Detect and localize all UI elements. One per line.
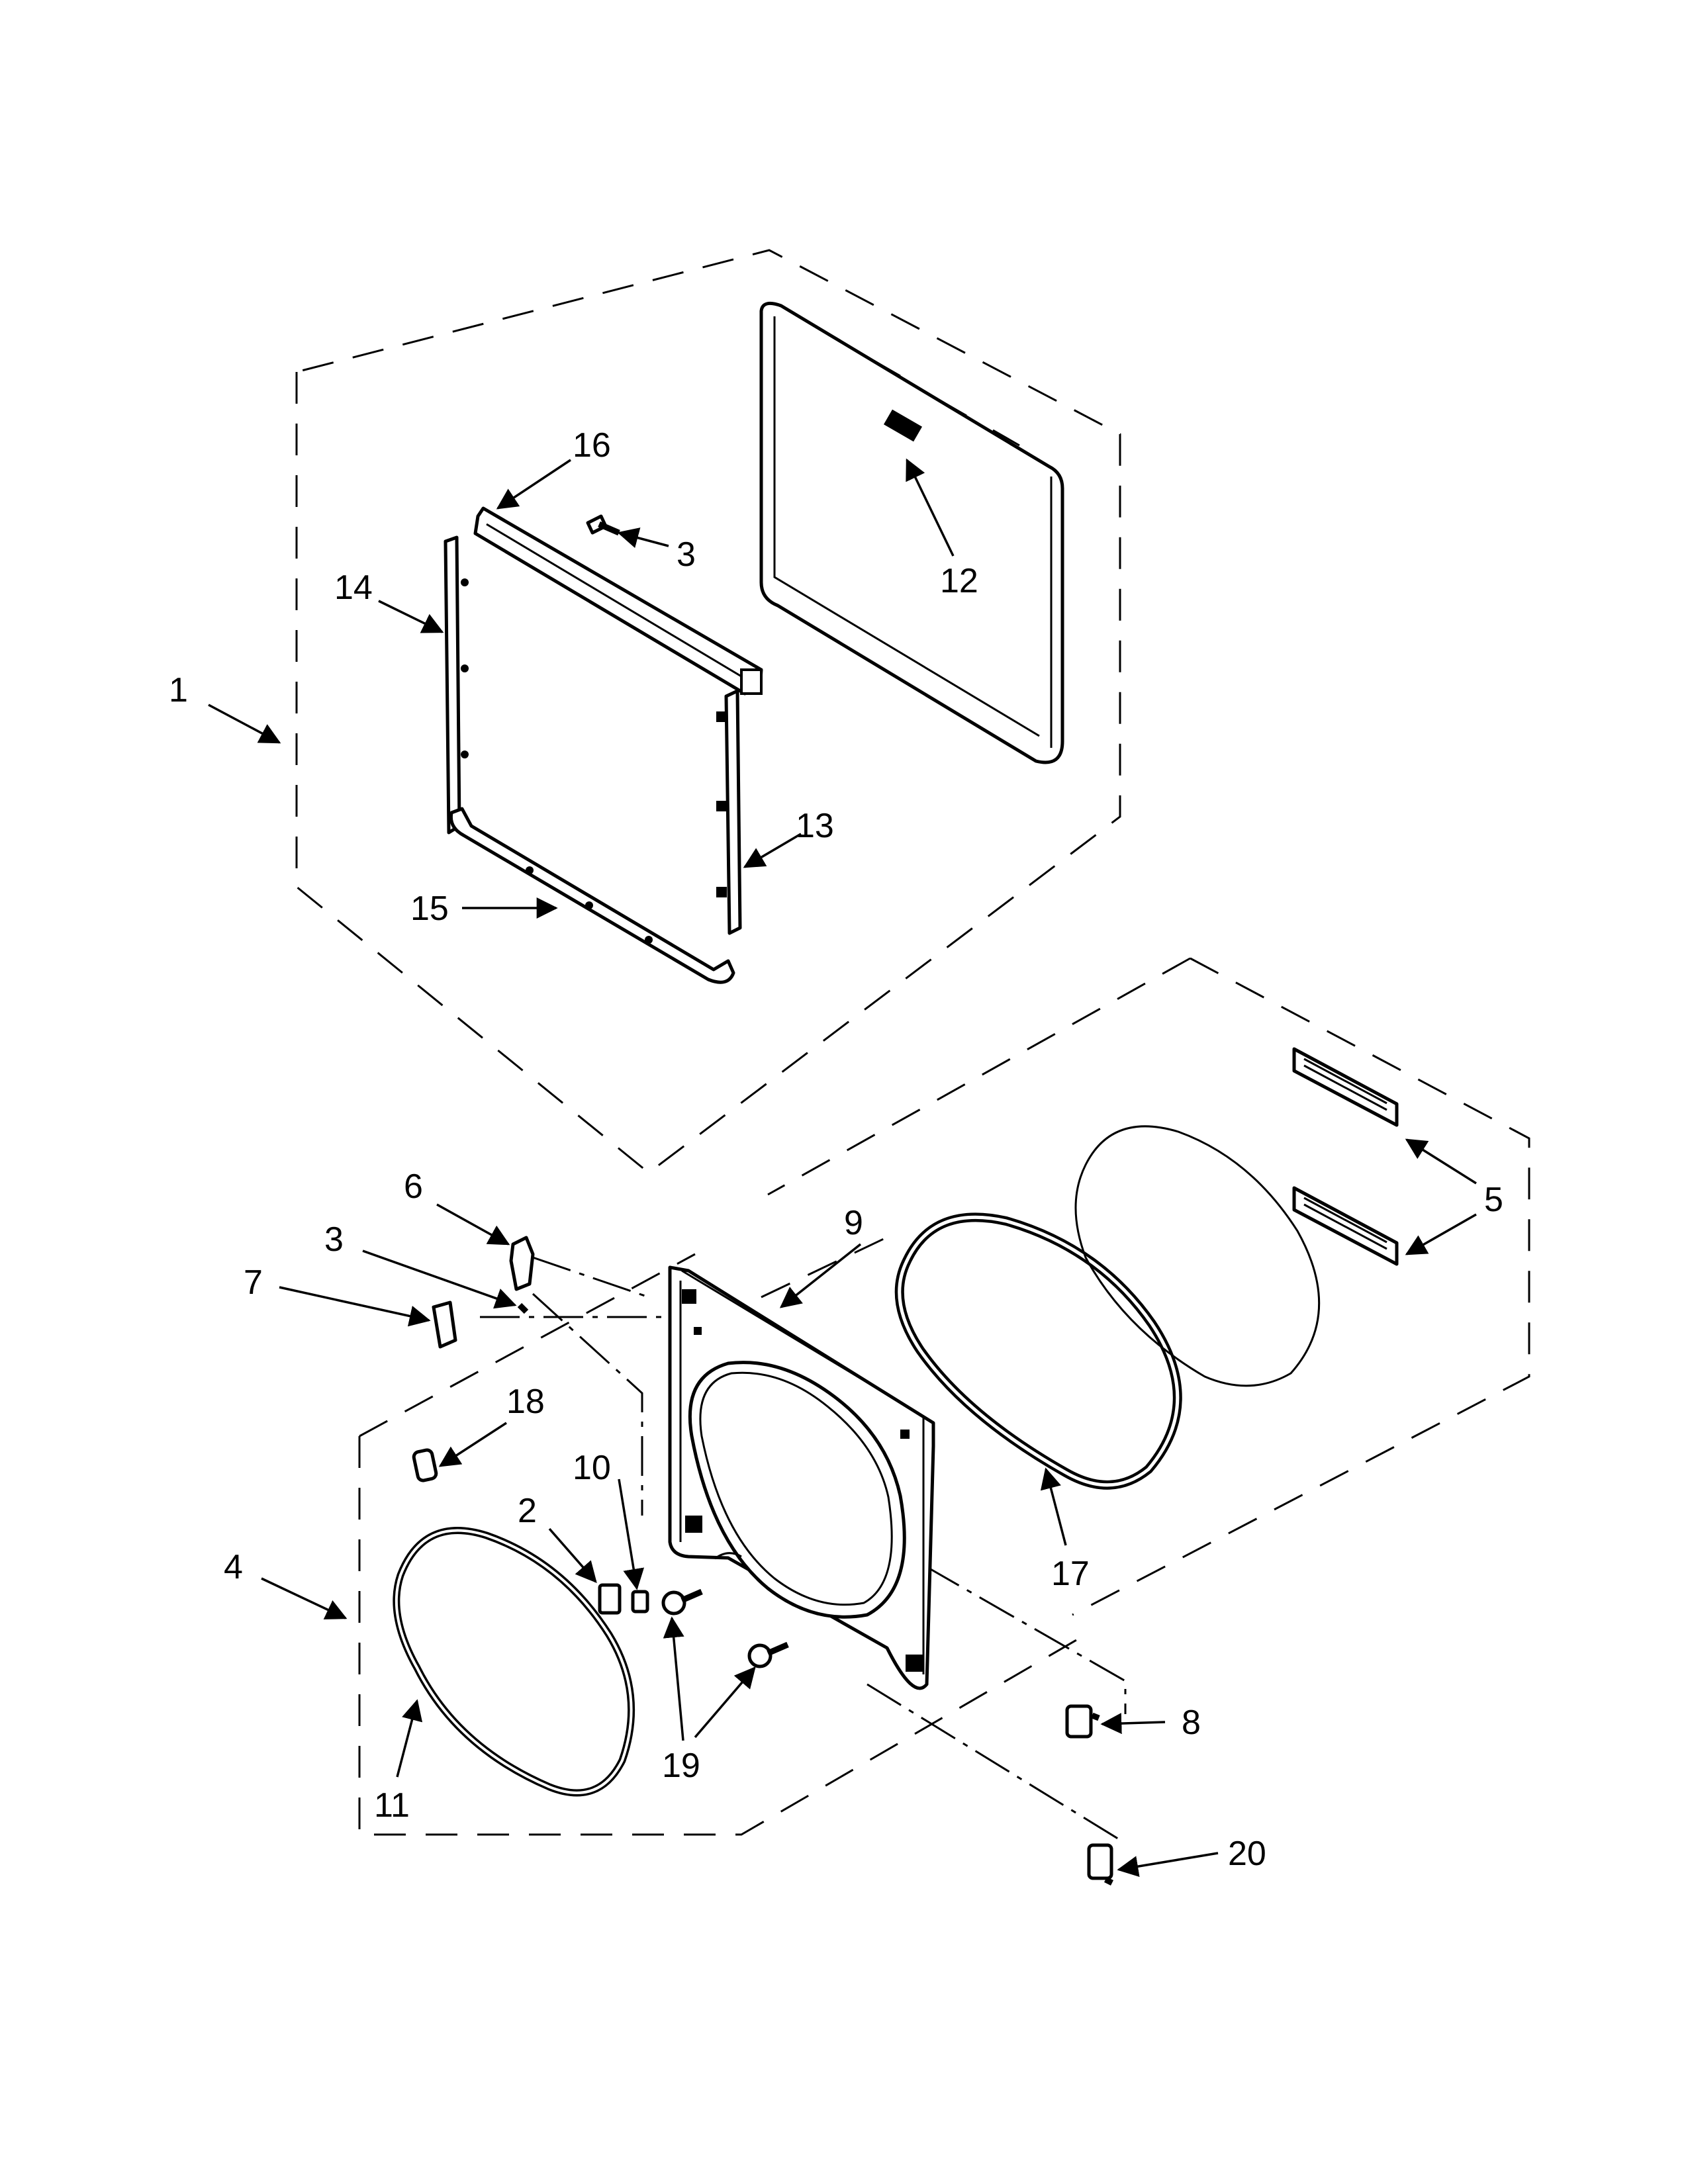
callout-1: 1 [169,671,188,709]
callout-3-upper: 3 [677,535,696,574]
callout-16: 16 [573,426,611,465]
leader-11 [396,1699,423,1778]
leader-16 [496,459,571,510]
callout-5: 5 [1484,1181,1503,1219]
door-catch [598,1583,622,1615]
callout-15: 15 [410,889,449,928]
screw-lower [747,1641,789,1668]
hinge-bracket-upper [509,1236,535,1291]
callout-14: 14 [334,569,373,607]
callout-19: 19 [662,1747,700,1785]
callout-labels: 1 2 3 3 4 5 6 7 8 9 10 11 12 13 14 15 16… [169,426,1503,1873]
callout-9: 9 [844,1204,863,1242]
callout-7: 7 [244,1263,263,1302]
door-right-trim [716,689,742,935]
alignment-lines [480,1256,1127,1844]
leader-4 [261,1577,348,1619]
callout-17: 17 [1051,1555,1090,1593]
callout-2: 2 [518,1492,537,1530]
door-top-trim [473,506,763,696]
vent-strip-lower [1292,1186,1399,1266]
leader-7 [279,1286,431,1327]
callout-20: 20 [1228,1835,1266,1873]
door-outer-panel [759,301,1064,764]
leader-8 [1100,1713,1166,1735]
leader-17 [1040,1467,1067,1546]
callout-12: 12 [940,562,978,600]
door-left-trim [444,535,469,835]
leader-19b [694,1666,756,1739]
vent-strip-upper [1292,1047,1399,1127]
leader-13 [743,833,802,868]
callout-13: 13 [796,807,834,845]
callout-3-lower: 3 [324,1220,344,1259]
door-strike [631,1590,649,1614]
door-gasket-inner [898,1215,1180,1487]
callout-11: 11 [374,1786,410,1825]
door-assembly-group [295,249,1121,1174]
clip-part [1065,1704,1100,1739]
door-assembly-phantom-outline [295,249,1121,1174]
outer-door-ring-inner [395,1529,633,1794]
front-panel-group [358,957,1530,1886]
callout-4: 4 [224,1548,243,1586]
leader-9 [779,1243,862,1308]
callout-18: 18 [506,1383,545,1421]
leader-lines [208,458,1477,1877]
cap-part [1087,1843,1114,1886]
leader-6 [436,1203,510,1246]
callout-8: 8 [1182,1704,1201,1742]
front-panel [668,1265,935,1690]
small-cover [412,1448,438,1482]
leader-5b [1405,1213,1477,1255]
leader-1 [208,704,281,744]
callout-10: 10 [573,1449,611,1487]
leader-10 [618,1479,645,1590]
leader-19a [663,1616,684,1741]
door-gasket [894,1212,1182,1490]
leader-20 [1117,1852,1219,1877]
leader-2 [548,1527,597,1584]
inner-door-glass [1074,1125,1321,1387]
leader-14 [378,600,444,633]
front-panel-phantom-outline [761,957,1530,1616]
outer-door-ring [393,1527,635,1797]
screw-upper [661,1588,703,1615]
door-glass-phantom-outline [358,1253,1086,1836]
callout-6: 6 [404,1167,423,1206]
upper-screw [586,514,620,536]
door-bottom-trim [449,807,735,984]
leader-12 [906,458,955,557]
leader-18 [438,1422,507,1467]
hinge-bracket-lower [432,1300,457,1349]
leader-3a [617,527,669,549]
lower-screw [517,1302,529,1314]
leader-5a [1405,1138,1477,1185]
leader-3b [362,1250,517,1309]
